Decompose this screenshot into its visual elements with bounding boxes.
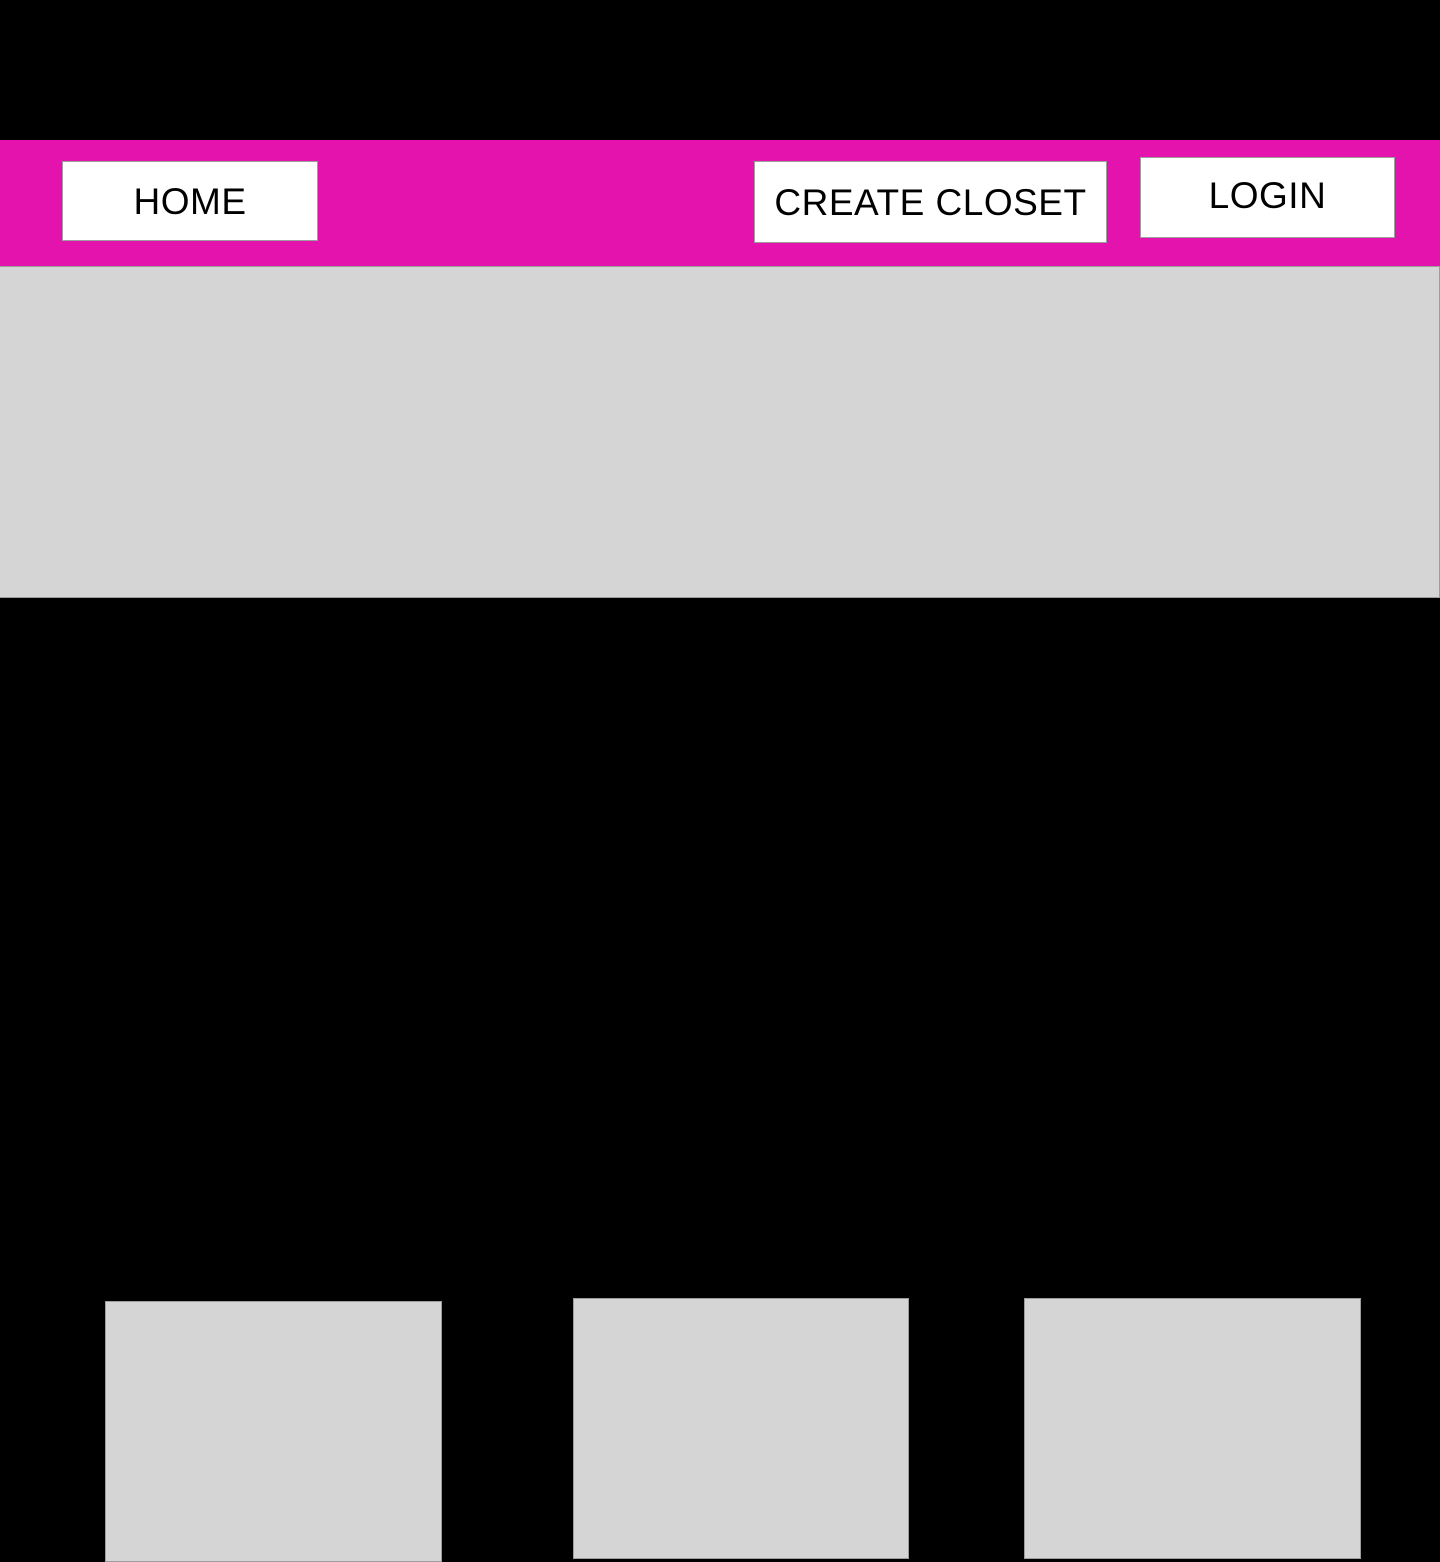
content-area <box>0 598 1440 1562</box>
nav-button-create-closet-label: CREATE CLOSET <box>774 181 1087 223</box>
closet-card-1[interactable] <box>105 1301 442 1562</box>
top-black-spacer <box>0 0 1440 140</box>
closet-card-3[interactable] <box>1024 1298 1361 1559</box>
nav-button-create-closet[interactable]: CREATE CLOSET <box>754 161 1107 243</box>
closet-card-2[interactable] <box>573 1298 909 1559</box>
navigation-bar: HOME CREATE CLOSET LOGIN <box>0 140 1440 266</box>
nav-button-login[interactable]: LOGIN <box>1140 157 1395 238</box>
nav-button-login-label: LOGIN <box>1208 175 1327 216</box>
hero-banner-placeholder <box>0 266 1440 598</box>
nav-button-home[interactable]: HOME <box>62 161 318 241</box>
nav-button-home-label: HOME <box>133 180 247 222</box>
